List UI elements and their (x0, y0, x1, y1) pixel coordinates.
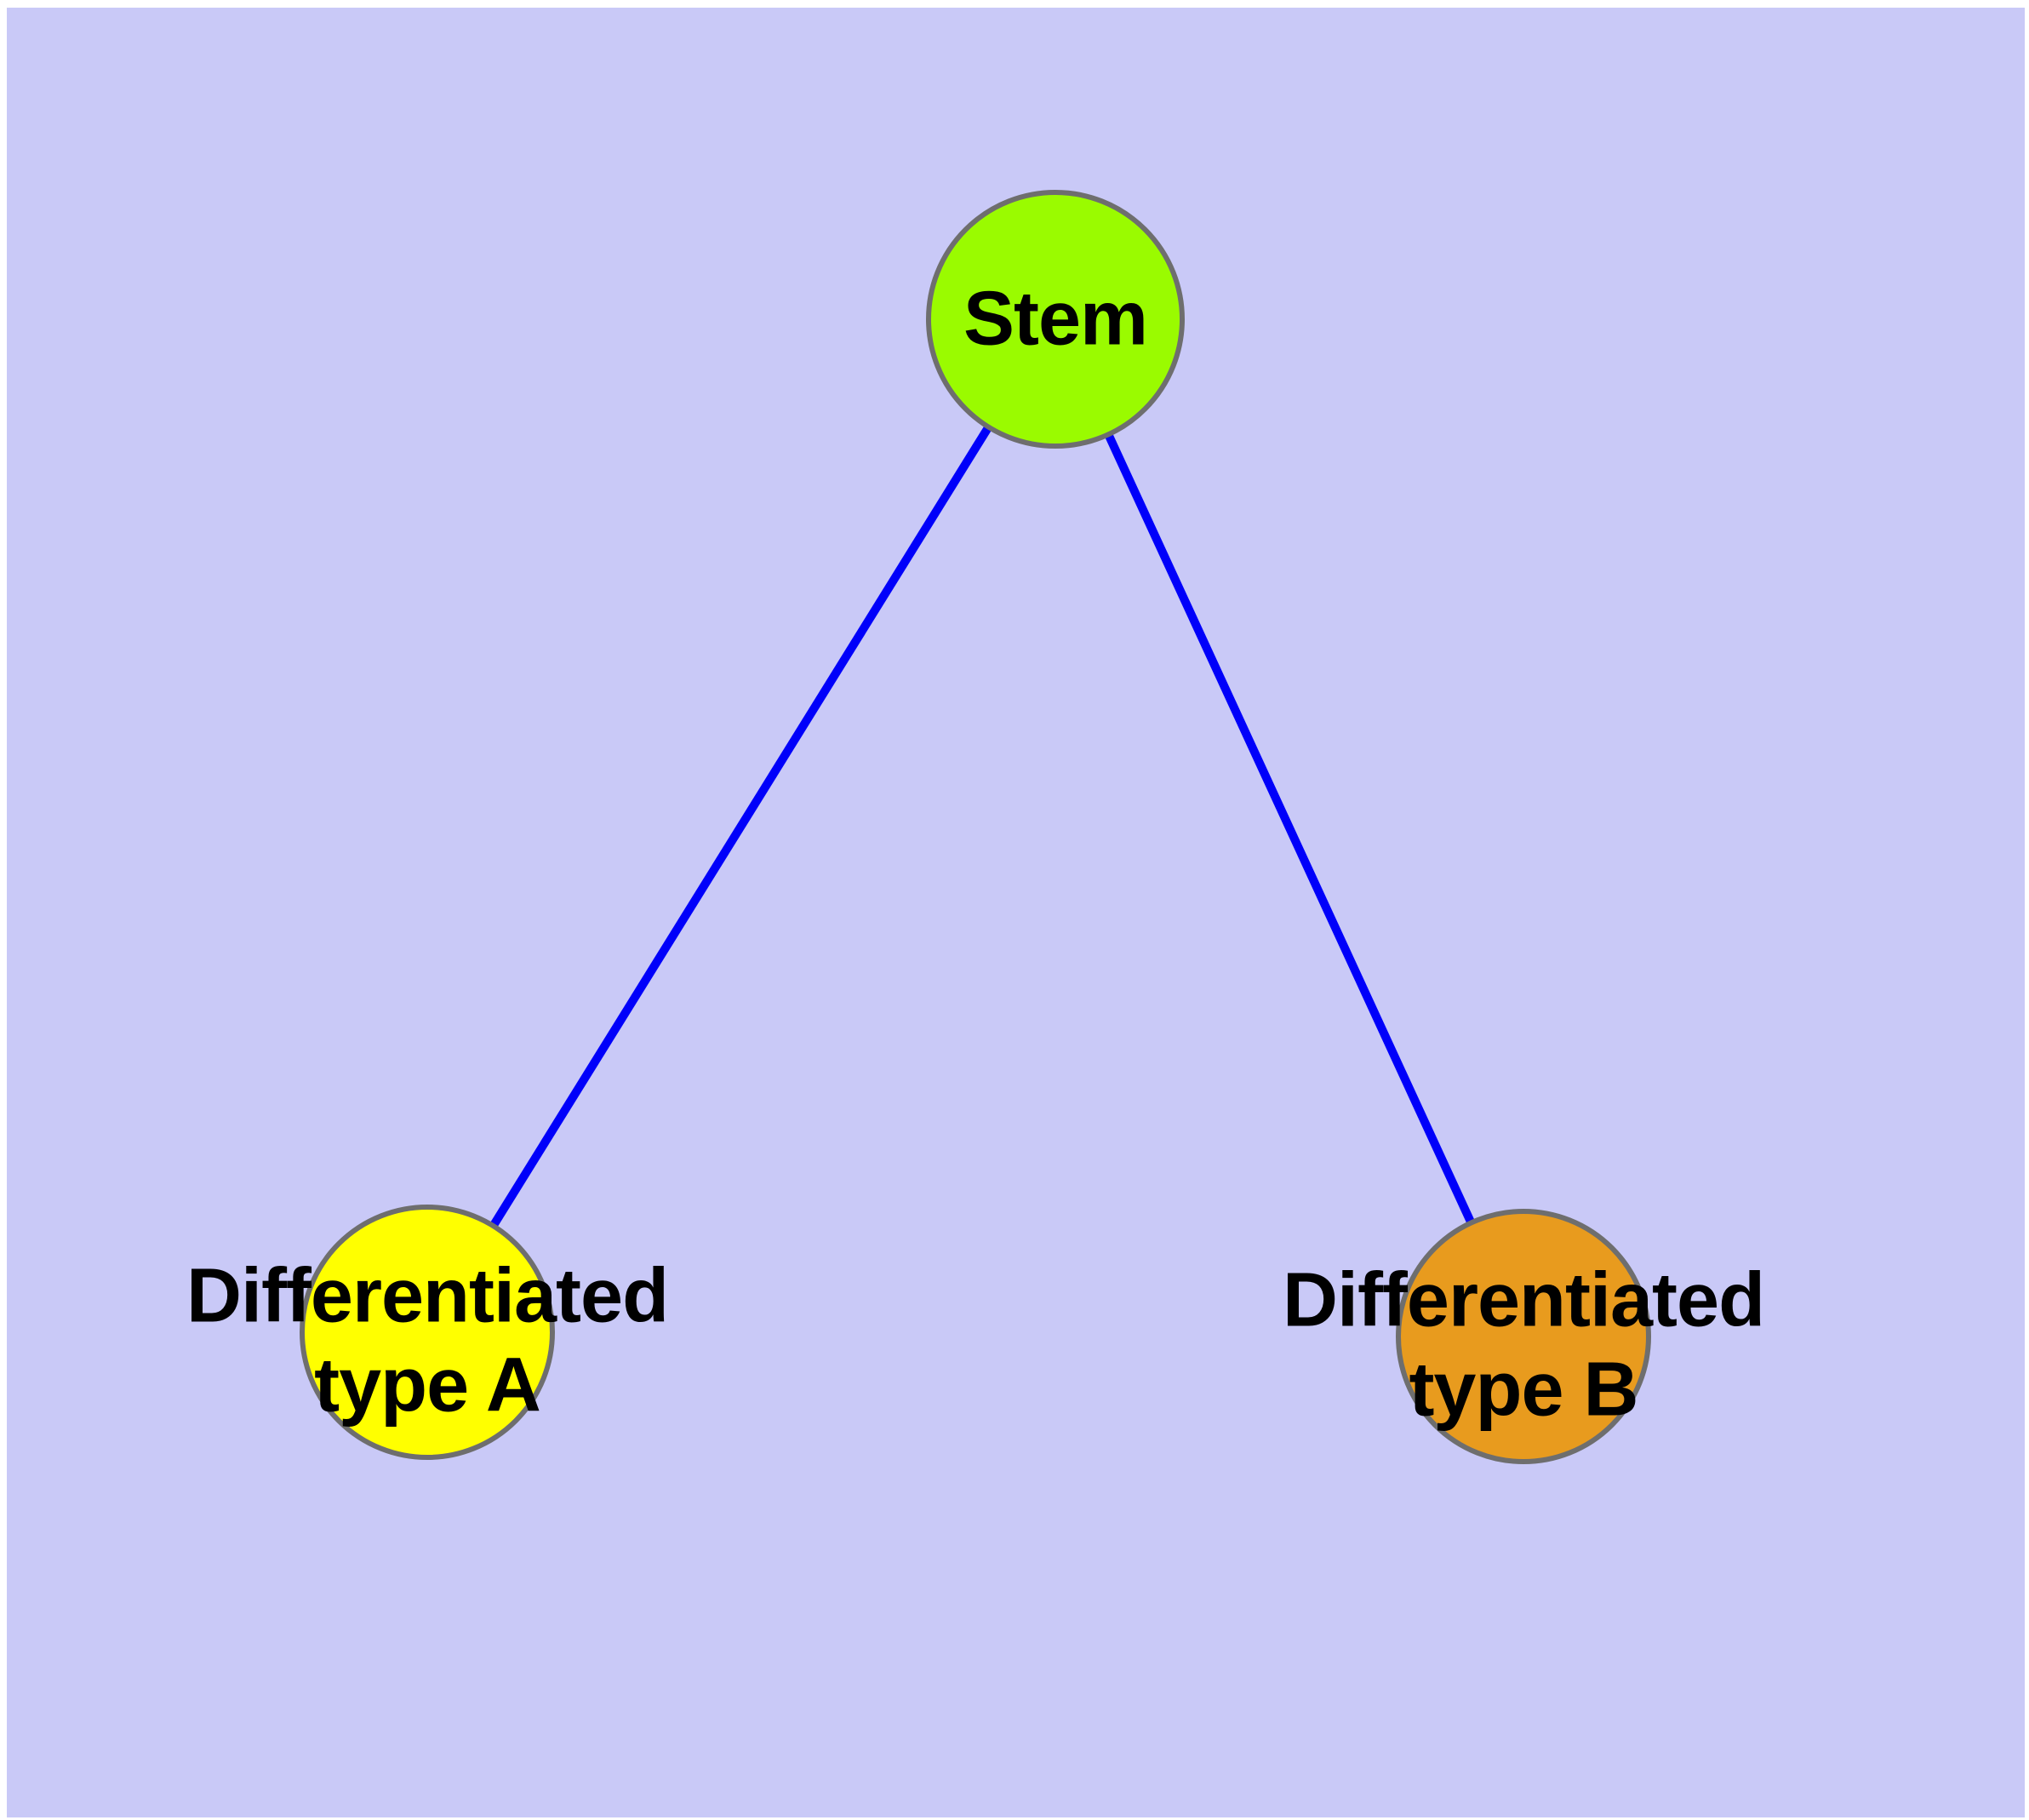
type-b-node-circle (1396, 1209, 1651, 1464)
type-a-node-circle (300, 1205, 555, 1460)
edge-stem-to-type-b (1051, 317, 1528, 1339)
stem-node-circle (926, 190, 1185, 449)
graph-canvas: Stem Differentiated type A Differentiate… (7, 8, 2025, 1817)
graph-svg (300, 190, 1651, 1464)
edge-stem-to-type-a (423, 317, 1060, 1335)
